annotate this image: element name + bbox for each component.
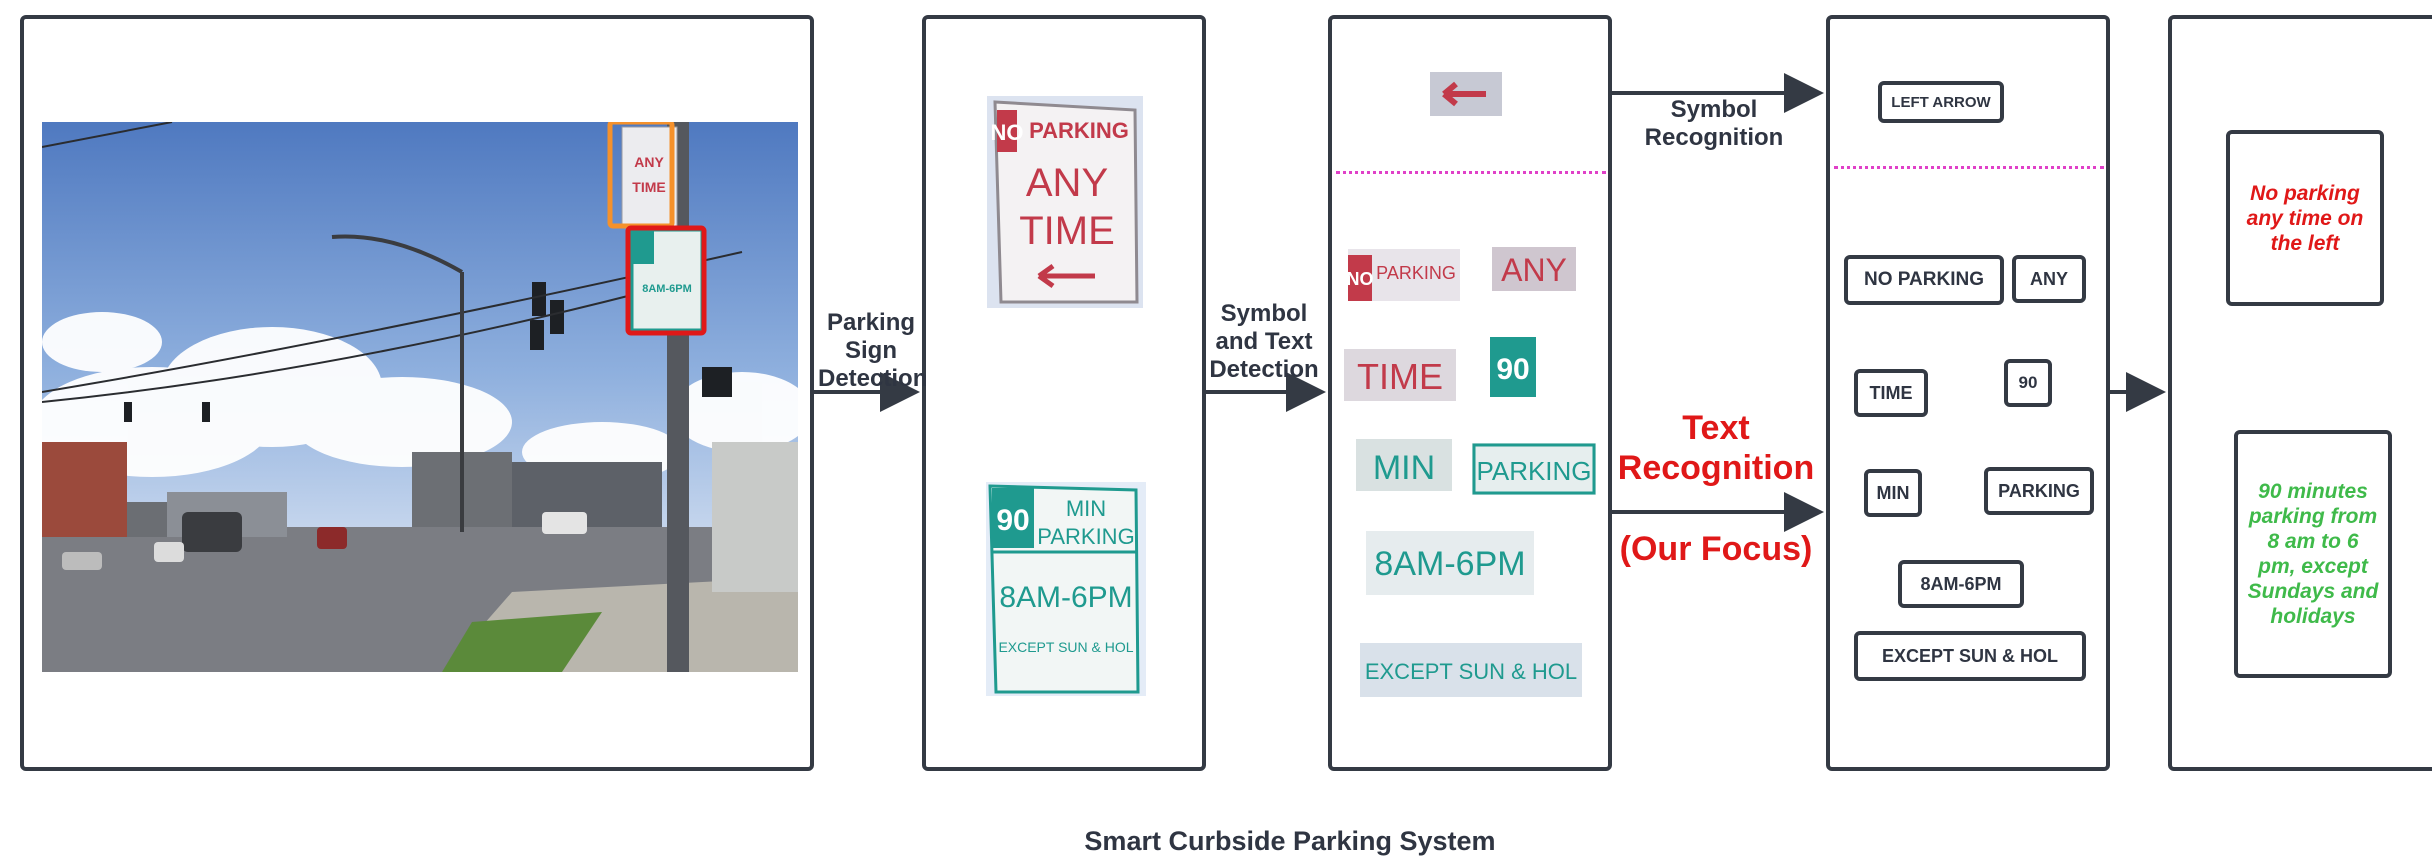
cropped-ninety-min-sign: 90 MIN PARKING 8AM-6PM EXCEPT SUN & HOL	[986, 482, 1146, 696]
label-text-recognition: Text Recognition	[1617, 409, 1815, 487]
crop-any: ANY	[1492, 247, 1576, 291]
rule-no-parking-left: No parking any time on the left	[2226, 130, 2384, 306]
crop-hours-text: 8AM-6PM	[1374, 545, 1525, 583]
token-hours: 8AM-6PM	[1898, 560, 2024, 608]
crop-min: MIN	[1356, 439, 1452, 491]
crop-sign-hours: 8AM-6PM	[999, 581, 1132, 614]
detected-left-arrow-icon	[1442, 81, 1486, 107]
crop-sign-no: NO	[991, 120, 1024, 145]
token-parking: PARKING	[1984, 467, 2094, 515]
crop-parking-red: PARKING	[1376, 263, 1456, 283]
crop-sign-parking-2: PARKING	[1037, 524, 1134, 549]
token-min: MIN	[1864, 469, 1922, 517]
token-left-arrow: LEFT ARROW	[1878, 81, 2004, 123]
label-parking-sign-detection: Parking Sign Detection	[818, 309, 928, 392]
detections-panel: NO PARKING ANY TIME 90 MIN PARKING 8AM-6…	[1328, 15, 1612, 771]
symbol-text-separator	[1336, 171, 1606, 174]
label-our-focus: (Our Focus)	[1619, 530, 1813, 568]
recognized-separator	[1834, 166, 2104, 169]
crop-ninety-text: 90	[1496, 353, 1529, 386]
crop-sign-parking: PARKING	[1029, 118, 1129, 143]
cars	[62, 512, 587, 570]
grass-strip	[442, 612, 602, 672]
street-photo: ANY TIME 8AM-6PM	[42, 122, 798, 672]
token-except: EXCEPT SUN & HOL	[1854, 631, 2086, 681]
photo-sign-any: ANY	[634, 154, 664, 170]
crop-any-text: ANY	[1501, 252, 1567, 288]
crop-ninety: 90	[1490, 337, 1536, 397]
label-symbol-text-detection: Symbol and Text Detection	[1209, 300, 1319, 383]
detection-box-ninety-min	[625, 225, 707, 336]
no-parking-sign-in-photo: ANY TIME	[621, 126, 678, 228]
crop-except-text: EXCEPT SUN & HOL	[1365, 659, 1577, 684]
streetlight	[331, 234, 464, 532]
crop-parking: PARKING	[1472, 443, 1596, 495]
crop-sign-left-arrow-icon	[1037, 263, 1095, 289]
cropped-no-parking-sign: NO PARKING ANY TIME	[987, 96, 1143, 308]
recognized-panel: LEFT ARROW NO PARKING ANY TIME 90 MIN PA…	[1826, 15, 2110, 771]
token-time: TIME	[1854, 369, 1928, 417]
detected-signs-panel: NO PARKING ANY TIME 90 MIN PARKING 8AM-6…	[922, 15, 1206, 771]
label-symbol-recognition: Symbol Recognition	[1644, 96, 1784, 151]
token-any: ANY	[2012, 255, 2086, 303]
street-photo-panel: ANY TIME 8AM-6PM	[20, 15, 814, 771]
crop-time: TIME	[1344, 349, 1456, 401]
traffic-signals	[124, 282, 732, 422]
token-ninety: 90	[2004, 359, 2052, 407]
token-no-parking: NO PARKING	[1844, 255, 2004, 305]
crop-min-text: MIN	[1373, 449, 1435, 487]
crop-sign-min: MIN	[1066, 496, 1106, 521]
crop-sign-ninety: 90	[996, 504, 1029, 537]
photo-sign-hours: 8AM-6PM	[642, 283, 692, 295]
interpretation-panel: No parking any time on the left 90 minut…	[2168, 15, 2432, 771]
crop-except: EXCEPT SUN & HOL	[1360, 643, 1582, 697]
crop-parking-text: PARKING	[1476, 456, 1591, 486]
crop-no-parking: NO PARKING	[1348, 249, 1460, 301]
crop-no: NO	[1348, 269, 1374, 289]
crop-hours: 8AM-6PM	[1366, 531, 1534, 595]
crop-sign-except: EXCEPT SUN & HOL	[998, 639, 1133, 655]
arrow-symbol-crop	[1430, 72, 1502, 116]
crop-sign-time: TIME	[1019, 209, 1115, 253]
rule-ninety-minutes: 90 minutes parking from 8 am to 6 pm, ex…	[2234, 430, 2392, 678]
photo-sign-time: TIME	[632, 179, 665, 195]
crop-sign-any: ANY	[1026, 161, 1108, 205]
figure-caption: Smart Curbside Parking System	[1084, 826, 1496, 856]
crop-time-text: TIME	[1357, 356, 1443, 397]
